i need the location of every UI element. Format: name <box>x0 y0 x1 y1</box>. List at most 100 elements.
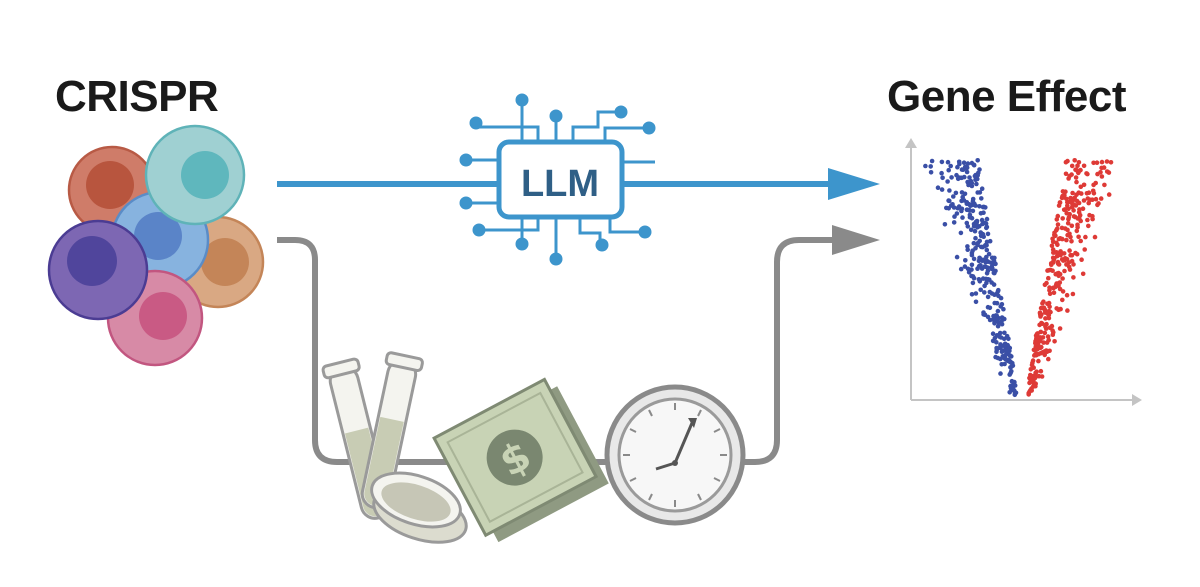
volcano-dot <box>942 222 948 227</box>
volcano-down-dots <box>923 158 1019 398</box>
volcano-dot <box>1038 368 1044 374</box>
volcano-dot <box>976 170 981 176</box>
volcano-dot <box>970 280 976 286</box>
volcano-dot <box>994 333 1000 338</box>
volcano-dot <box>1057 326 1063 331</box>
volcano-dot <box>1074 228 1080 234</box>
volcano-dot <box>1069 163 1075 169</box>
volcano-dot <box>1091 160 1096 166</box>
chip-icon <box>459 93 656 266</box>
volcano-dot <box>972 173 978 179</box>
volcano-dot <box>978 230 983 235</box>
volcano-dot <box>1076 169 1082 174</box>
volcano-dot <box>1009 364 1014 369</box>
volcano-dot <box>977 255 982 261</box>
crispr-title: CRISPR <box>55 72 219 121</box>
volcano-dot <box>1104 159 1110 164</box>
volcano-dot <box>1080 271 1086 277</box>
volcano-dot <box>993 313 999 318</box>
petri-dish-icon <box>370 471 468 544</box>
volcano-dot <box>1070 291 1076 297</box>
volcano-dot <box>1104 169 1110 174</box>
volcano-dot <box>945 179 950 184</box>
volcano-dot <box>1084 191 1090 196</box>
volcano-dot <box>1007 390 1012 395</box>
volcano-dot <box>1065 220 1071 226</box>
volcano-dot <box>977 204 982 209</box>
volcano-dot <box>958 266 964 272</box>
volcano-dot <box>1062 268 1067 274</box>
volcano-dot <box>951 220 957 225</box>
volcano-dot <box>1076 160 1082 165</box>
volcano-dot <box>1066 206 1071 212</box>
volcano-dot <box>946 167 951 173</box>
volcano-dot <box>1003 343 1009 348</box>
volcano-dot <box>978 287 983 293</box>
volcano-dot <box>1078 238 1083 244</box>
volcano-dot <box>978 211 984 216</box>
volcano-dot <box>1055 261 1061 267</box>
volcano-dot <box>1029 386 1034 391</box>
volcano-dot <box>998 371 1003 376</box>
volcano-up-dots <box>1026 158 1114 397</box>
volcano-dot <box>967 214 973 220</box>
volcano-dot <box>1059 195 1065 201</box>
volcano-dot <box>979 217 985 223</box>
volcano-dot <box>987 238 993 244</box>
volcano-dot <box>1044 348 1049 353</box>
volcano-dot <box>964 207 970 213</box>
volcano-plot-icon <box>905 138 1142 406</box>
volcano-dot <box>1007 348 1012 354</box>
volcano-dot <box>998 345 1003 351</box>
volcano-dot <box>1033 333 1039 338</box>
volcano-dot <box>952 214 957 219</box>
volcano-dot <box>1095 171 1100 177</box>
volcano-dot <box>944 205 949 211</box>
volcano-dot <box>984 216 990 222</box>
volcano-dot <box>1045 334 1051 339</box>
volcano-dot <box>964 201 970 206</box>
volcano-dot <box>971 256 977 262</box>
volcano-dot <box>989 291 995 296</box>
volcano-dot <box>1049 243 1055 249</box>
volcano-dot <box>1069 172 1074 177</box>
volcano-dot <box>992 270 997 276</box>
volcano-dot <box>965 247 970 252</box>
volcano-dot <box>1043 316 1048 321</box>
volcano-dot <box>1033 338 1038 344</box>
volcano-dot <box>960 194 965 200</box>
volcano-dot <box>970 248 975 253</box>
volcano-dot <box>1066 215 1072 220</box>
volcano-dot <box>992 255 997 261</box>
volcano-dot <box>1057 271 1063 277</box>
volcano-dot <box>1002 361 1007 367</box>
volcano-dot <box>1064 292 1070 298</box>
volcano-dot <box>1083 234 1088 240</box>
volcano-dot <box>1059 225 1065 231</box>
volcano-dot <box>1108 160 1114 165</box>
volcano-dot <box>1071 214 1077 219</box>
volcano-dot <box>1054 250 1059 255</box>
volcano-dot <box>1093 196 1099 202</box>
volcano-dot <box>969 273 974 279</box>
volcano-dot <box>1049 262 1054 268</box>
volcano-dot <box>1034 374 1039 379</box>
volcano-dot <box>1045 311 1050 316</box>
volcano-dot <box>967 175 972 180</box>
volcano-dot <box>1055 242 1060 248</box>
volcano-dot <box>1068 195 1073 201</box>
volcano-dot <box>1055 222 1061 227</box>
volcano-dot <box>964 169 970 175</box>
volcano-dot <box>963 258 968 263</box>
volcano-dot <box>1073 167 1078 172</box>
volcano-dot <box>1075 163 1080 169</box>
volcano-dot <box>946 198 951 203</box>
volcano-dot <box>958 230 964 236</box>
volcano-dot <box>923 163 928 169</box>
volcano-dot <box>974 181 979 187</box>
volcano-dot <box>955 176 961 182</box>
volcano-dot <box>1038 335 1043 340</box>
volcano-dot <box>954 211 960 216</box>
volcano-dot <box>973 203 978 208</box>
volcano-dot <box>982 243 988 249</box>
